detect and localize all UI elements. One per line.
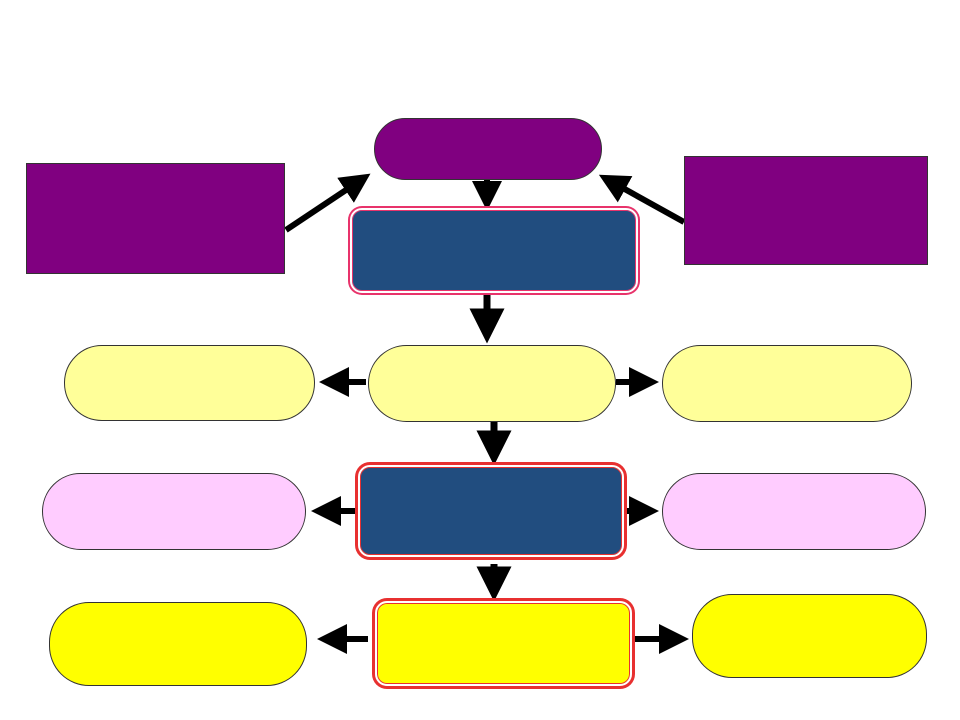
row1-right-node xyxy=(662,345,912,422)
arrow-right-to-top xyxy=(598,174,686,225)
left-purple-box xyxy=(26,163,285,274)
row2-right-node xyxy=(662,473,926,550)
row2-center-node xyxy=(358,465,624,557)
top-center-node xyxy=(374,118,602,180)
row3-right-node xyxy=(692,594,927,678)
row1-center-node xyxy=(368,345,616,422)
row3-left-node xyxy=(49,602,307,686)
navy-top-node xyxy=(350,208,638,293)
row1-left-node xyxy=(64,345,315,421)
row2-left-node xyxy=(42,473,306,550)
right-purple-box xyxy=(684,156,928,265)
row3-center-node xyxy=(375,601,632,686)
arrow-left-to-top xyxy=(284,173,371,233)
